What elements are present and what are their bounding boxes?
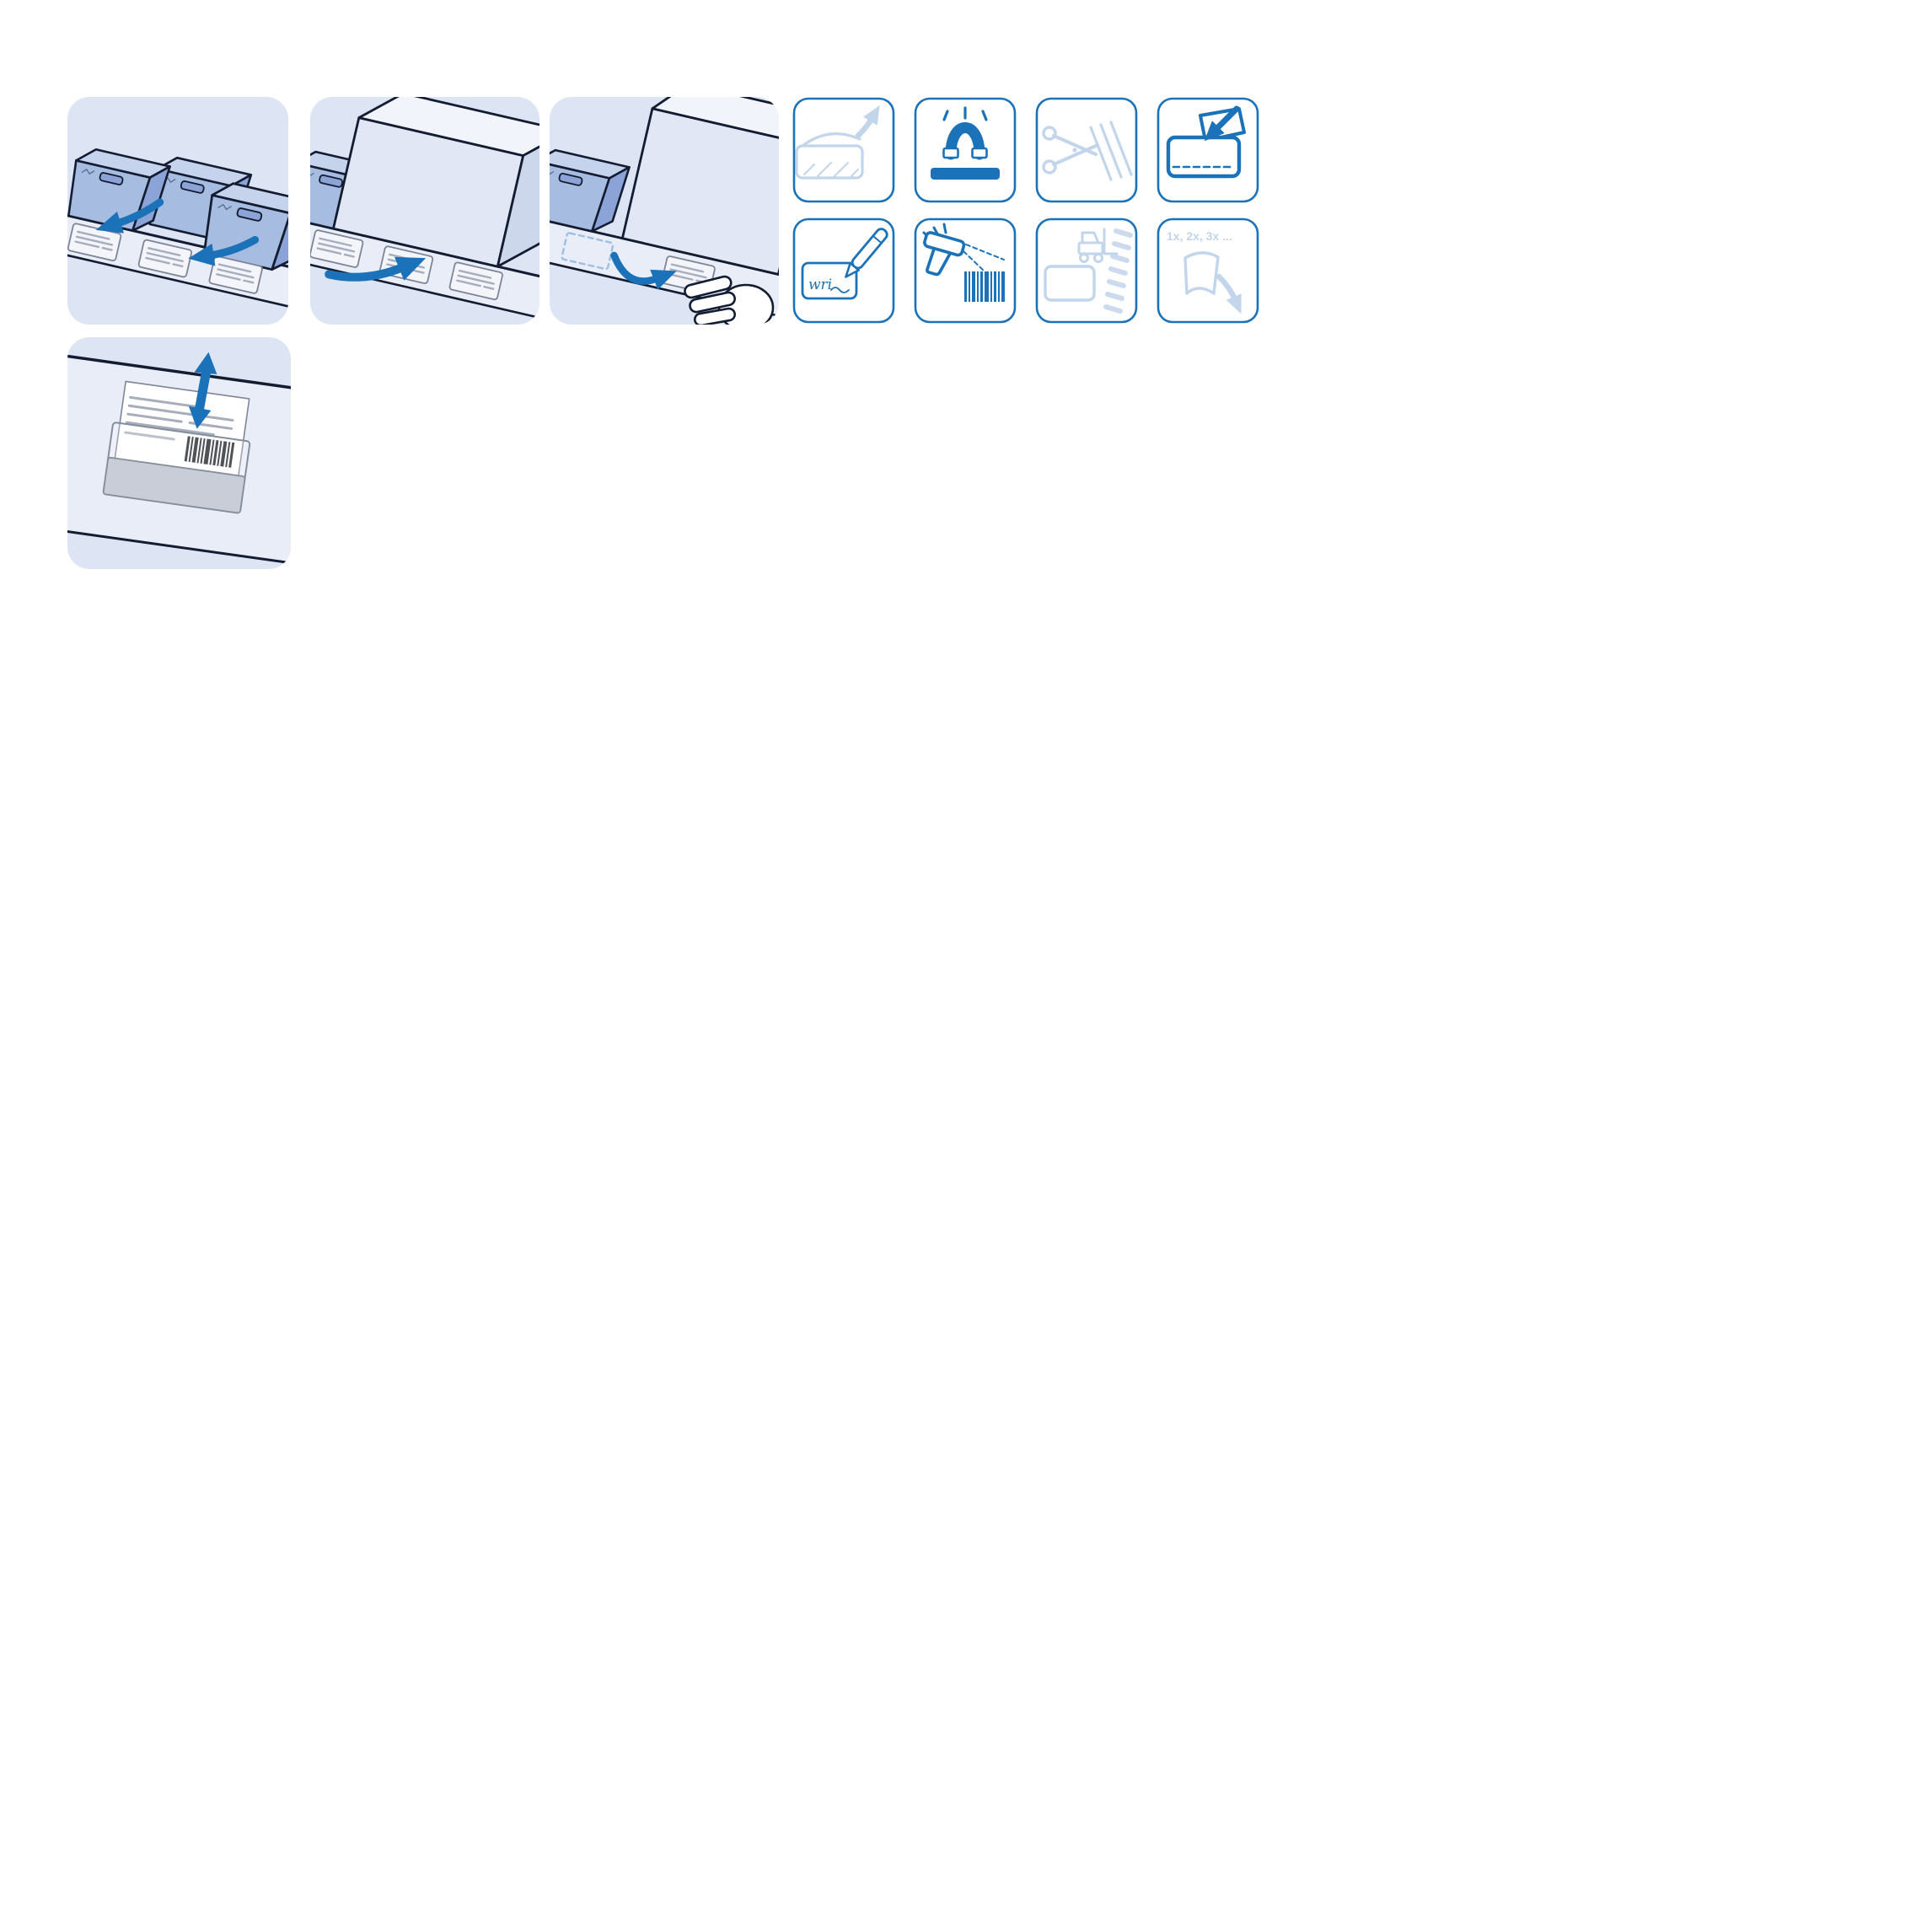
feature-tile-barcode-scan <box>914 218 1017 324</box>
step-panel-attach-holder <box>550 97 779 325</box>
scanner-gun <box>923 231 966 277</box>
attach-holder-illustration <box>550 97 779 325</box>
magnet-icon <box>914 97 1017 203</box>
barcode-scanner-icon <box>914 218 1017 324</box>
peel-adhesive-icon <box>792 97 895 203</box>
pen-write-icon: wri <box>792 218 895 324</box>
arrow-move-holder <box>610 251 677 290</box>
feature-tile-peel-adhesive <box>792 97 895 203</box>
barcode <box>964 271 1005 302</box>
reuse-count-label: 1x, 2x, 3x ... <box>1167 229 1232 243</box>
forklift <box>1077 228 1119 263</box>
insert-label-icon <box>1157 97 1259 203</box>
shelf-bottom-edge <box>310 249 539 325</box>
pen <box>845 228 888 278</box>
feature-tile-handwrite: wri <box>792 218 895 324</box>
scissors-icon <box>1035 97 1138 203</box>
feature-tile-forklift <box>1035 218 1138 324</box>
arrow-to-label <box>95 198 164 234</box>
box-shelf-illustration <box>310 97 539 325</box>
feature-tile-reusable: 1x, 2x, 3x ... <box>1157 218 1259 324</box>
handwriting-sample: wri <box>808 277 832 293</box>
holder-pocket <box>102 422 251 514</box>
step-panel-exchange-insert <box>67 337 291 569</box>
shelf-bottom-edge <box>67 239 288 319</box>
shelf-top-edge <box>67 352 291 397</box>
forklift-icon <box>1035 218 1138 324</box>
feature-tile-cut-to-size <box>1035 97 1138 203</box>
feature-tile-insert-label <box>1157 97 1259 203</box>
bins-shelf-illustration <box>67 144 288 319</box>
arrow-to-label <box>188 235 260 266</box>
carton-box <box>620 97 779 276</box>
bent-label <box>1183 251 1220 295</box>
barcode <box>184 436 235 468</box>
shelf-bottom-edge <box>67 524 291 569</box>
step-panel-label-under-box <box>310 97 539 325</box>
tire-track <box>1103 228 1133 314</box>
hand <box>684 275 775 325</box>
insert-label-illustration <box>67 352 291 569</box>
feature-tile-magnetic <box>914 97 1017 203</box>
step-panel-labels-under-bins <box>67 97 288 325</box>
reuse-icon: 1x, 2x, 3x ... <box>1157 218 1259 324</box>
storage-bin <box>550 145 631 238</box>
arrow-to-label <box>325 256 427 282</box>
holder-target-outline <box>561 232 614 271</box>
carton-box <box>332 97 539 268</box>
insert-remove-arrow <box>188 352 217 429</box>
